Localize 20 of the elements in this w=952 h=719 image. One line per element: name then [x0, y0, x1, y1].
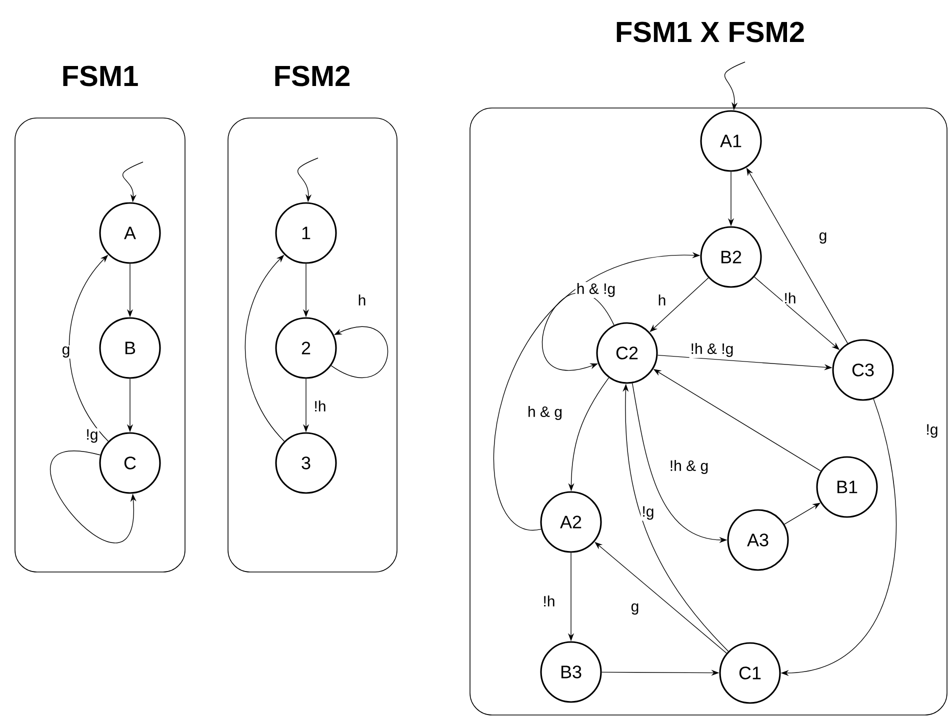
- node-label: FSM1: [63, 66, 138, 86]
- edge-label: !g: [84, 428, 100, 444]
- node-label: FSM1 X FSM2: [616, 22, 804, 42]
- edge-label: h: [356, 294, 368, 306]
- transition-arrow: [330, 326, 388, 378]
- edge-label: g: [60, 345, 72, 359]
- edge-label: !h: [542, 594, 556, 608]
- edge-label: !h: [782, 292, 798, 304]
- edge-label: !g: [924, 423, 940, 439]
- edge-label: !h: [312, 400, 328, 412]
- edge-label: h: [656, 294, 668, 306]
- edge-label: h & g: [526, 405, 564, 421]
- edge-label: g: [630, 602, 640, 616]
- edge-label: !h & g: [668, 459, 710, 475]
- transition-arrow: [542, 292, 614, 371]
- edge-label: g: [818, 231, 828, 245]
- edge-label: h & !g: [575, 282, 617, 298]
- edge-label: !g: [640, 505, 656, 521]
- edge-label: !h & !g: [689, 342, 735, 358]
- node-label: FSM2: [275, 66, 350, 86]
